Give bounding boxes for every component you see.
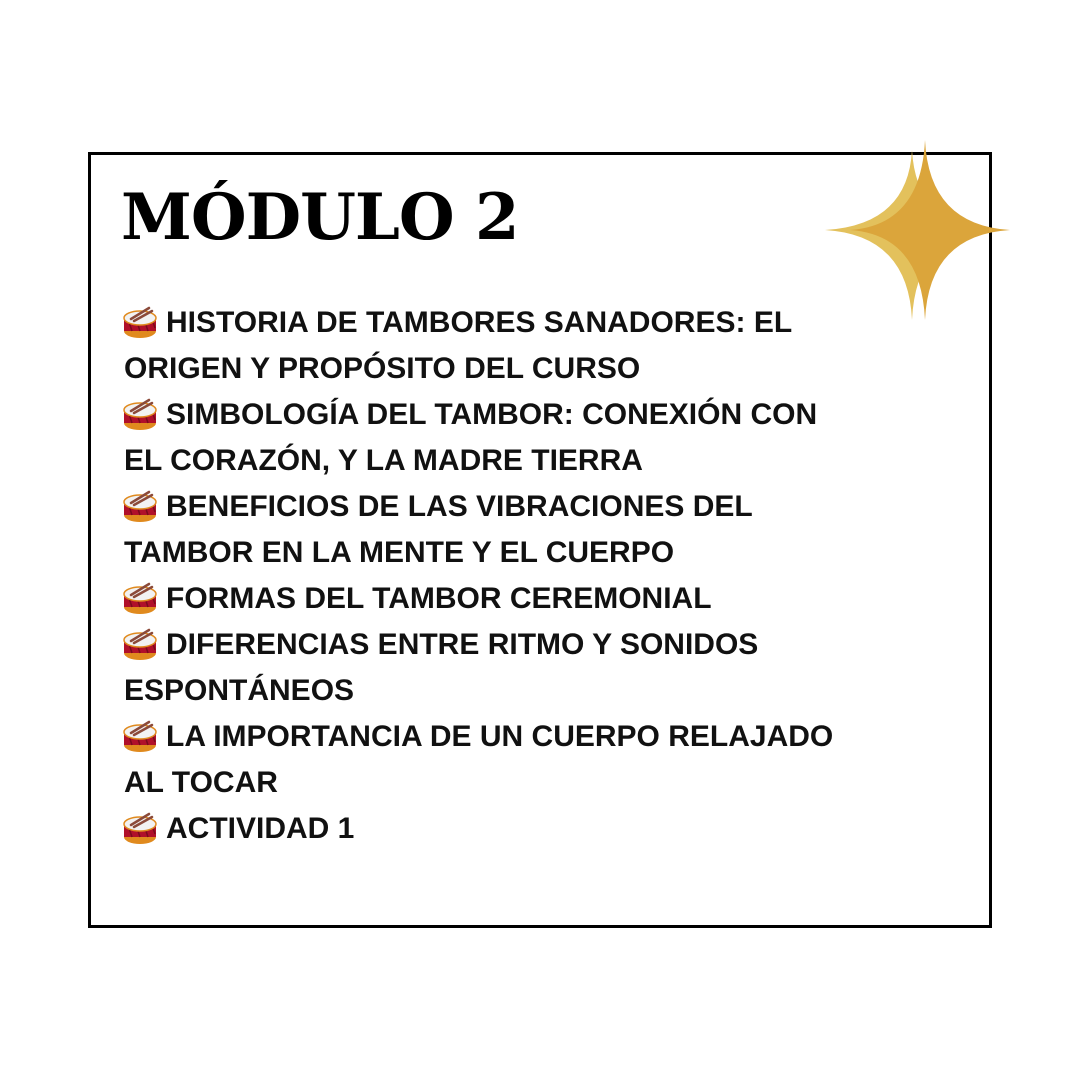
- list-item-continuation: EL CORAZÓN, Y LA MADRE TIERRA: [122, 438, 833, 484]
- drum-icon: [122, 306, 158, 340]
- module-topics-list: HISTORIA DE TAMBORES SANADORES: EL ORIGEN…: [122, 300, 833, 852]
- drum-icon: [122, 720, 158, 754]
- list-item: ACTIVIDAD 1: [122, 806, 833, 852]
- list-item: HISTORIA DE TAMBORES SANADORES: EL: [122, 300, 833, 346]
- sparkle-icon: [825, 140, 1010, 320]
- list-item-text: EL CORAZÓN, Y LA MADRE TIERRA: [124, 444, 643, 477]
- content-frame: [88, 152, 992, 928]
- list-item-text: SIMBOLOGÍA DEL TAMBOR: CONEXIÓN CON: [166, 398, 818, 431]
- list-item-continuation: ORIGEN Y PROPÓSITO DEL CURSO: [122, 346, 833, 392]
- drum-icon: [122, 812, 158, 846]
- list-item-continuation: AL TOCAR: [122, 760, 833, 806]
- list-item: FORMAS DEL TAMBOR CEREMONIAL: [122, 576, 833, 622]
- list-item-text: ACTIVIDAD 1: [166, 812, 355, 845]
- list-item: DIFERENCIAS ENTRE RITMO Y SONIDOS: [122, 622, 833, 668]
- list-item-text: LA IMPORTANCIA DE UN CUERPO RELAJADO: [166, 720, 834, 753]
- drum-icon: [122, 628, 158, 662]
- list-item-text: BENEFICIOS DE LAS VIBRACIONES DEL: [166, 490, 753, 523]
- list-item-text: TAMBOR EN LA MENTE Y EL CUERPO: [124, 536, 675, 569]
- list-item: SIMBOLOGÍA DEL TAMBOR: CONEXIÓN CON: [122, 392, 833, 438]
- drum-icon: [122, 582, 158, 616]
- list-item-text: FORMAS DEL TAMBOR CEREMONIAL: [166, 582, 712, 615]
- list-item: BENEFICIOS DE LAS VIBRACIONES DEL: [122, 484, 833, 530]
- list-item-text: HISTORIA DE TAMBORES SANADORES: EL: [166, 306, 793, 339]
- module-title: MÓDULO 2: [121, 180, 519, 255]
- list-item-text: DIFERENCIAS ENTRE RITMO Y SONIDOS: [166, 628, 759, 661]
- drum-icon: [122, 490, 158, 524]
- list-item-continuation: ESPONTÁNEOS: [122, 668, 833, 714]
- list-item: LA IMPORTANCIA DE UN CUERPO RELAJADO: [122, 714, 833, 760]
- list-item-continuation: TAMBOR EN LA MENTE Y EL CUERPO: [122, 530, 833, 576]
- list-item-text: AL TOCAR: [124, 766, 278, 799]
- drum-icon: [122, 398, 158, 432]
- list-item-text: ORIGEN Y PROPÓSITO DEL CURSO: [124, 352, 641, 385]
- list-item-text: ESPONTÁNEOS: [124, 674, 355, 707]
